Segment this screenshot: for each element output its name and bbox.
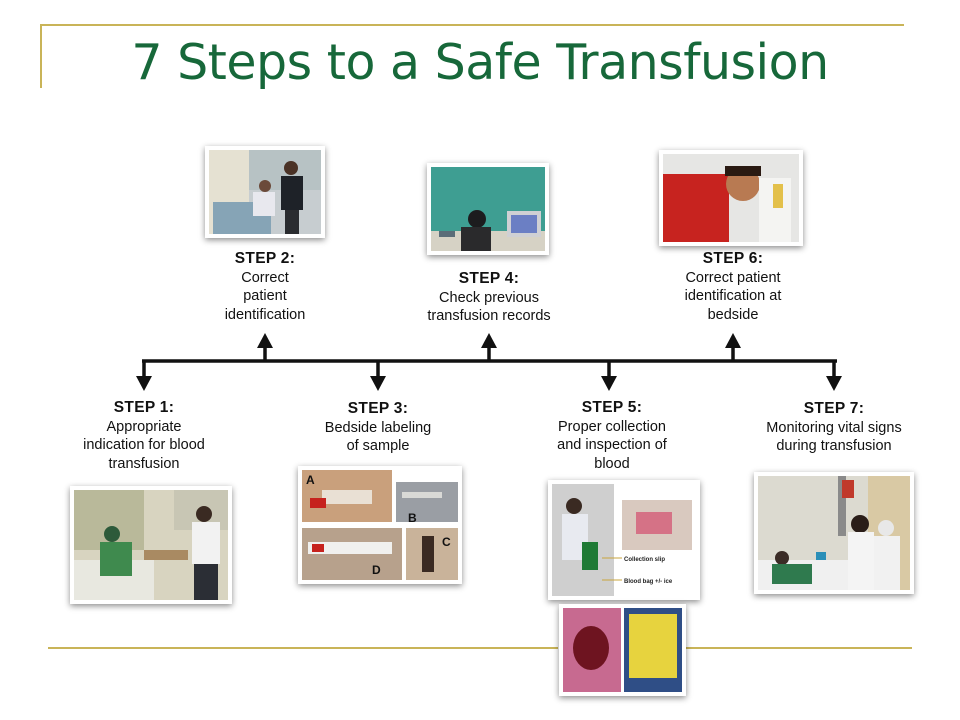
step-2: STEP 2: Correct patient identification — [180, 249, 350, 324]
step-5-photo: Collection slip Blood bag +/- ice — [548, 480, 700, 600]
page-title: 7 Steps to a Safe Transfusion — [131, 34, 829, 91]
step-5-callout-blood-bag: Blood bag +/- ice — [624, 579, 673, 585]
step-6-label: STEP 6: — [702, 250, 764, 267]
step-5: STEP 5: Proper collection and inspection… — [526, 398, 698, 473]
arrow-step-2-head — [257, 333, 273, 348]
arrow-step-7-head — [826, 376, 842, 391]
step-3-desc: Bedside labeling of sample — [324, 419, 432, 455]
step-7: STEP 7: Monitoring vital signs during tr… — [734, 399, 934, 456]
step-2-photo — [205, 146, 325, 238]
step-5-desc: Proper collection and inspection of bloo… — [557, 418, 667, 472]
step-4-photo — [427, 163, 549, 255]
step-4-desc: Check previous transfusion records — [427, 289, 551, 325]
step-3-photo: A B C D — [298, 466, 462, 584]
bottom-rule-left — [48, 647, 558, 649]
step-4: STEP 4: Check previous transfusion recor… — [396, 269, 582, 326]
step-3-label: STEP 3: — [347, 400, 409, 417]
step-1: STEP 1: Appropriate indication for blood… — [54, 398, 234, 473]
arrow-step-5-head — [601, 376, 617, 391]
step-2-desc: Correct patient identification — [224, 269, 306, 323]
step-3-photo-letter-d: D — [372, 563, 381, 577]
step-7-desc: Monitoring vital signs during transfusio… — [766, 419, 902, 455]
step-3-photo-letter-a: A — [306, 473, 315, 487]
blood-bags-photo — [559, 604, 686, 696]
arrow-step-3-head — [370, 376, 386, 391]
bottom-rule-right — [686, 647, 912, 649]
step-5-label: STEP 5: — [581, 399, 643, 416]
step-3-photo-letter-b: B — [408, 511, 417, 525]
step-1-desc: Appropriate indication for blood transfu… — [83, 418, 205, 472]
step-6-desc: Correct patient identification at bedsid… — [684, 269, 782, 323]
step-5-callout-collection-slip: Collection slip — [624, 557, 665, 563]
left-rule — [40, 24, 42, 88]
arrow-step-1-head — [136, 376, 152, 391]
step-3-photo-letter-c: C — [442, 535, 451, 549]
step-3: STEP 3: Bedside labeling of sample — [290, 399, 466, 456]
step-1-label: STEP 1: — [113, 399, 175, 416]
step-7-photo — [754, 472, 914, 594]
step-7-label: STEP 7: — [803, 400, 865, 417]
arrow-step-4-head — [481, 333, 497, 348]
step-6: STEP 6: Correct patient identification a… — [646, 249, 820, 324]
step-4-label: STEP 4: — [458, 270, 520, 287]
step-2-label: STEP 2: — [234, 250, 296, 267]
top-rule — [40, 24, 904, 26]
arrow-step-6-head — [725, 333, 741, 348]
step-1-photo — [70, 486, 232, 604]
step-6-photo — [659, 150, 803, 246]
